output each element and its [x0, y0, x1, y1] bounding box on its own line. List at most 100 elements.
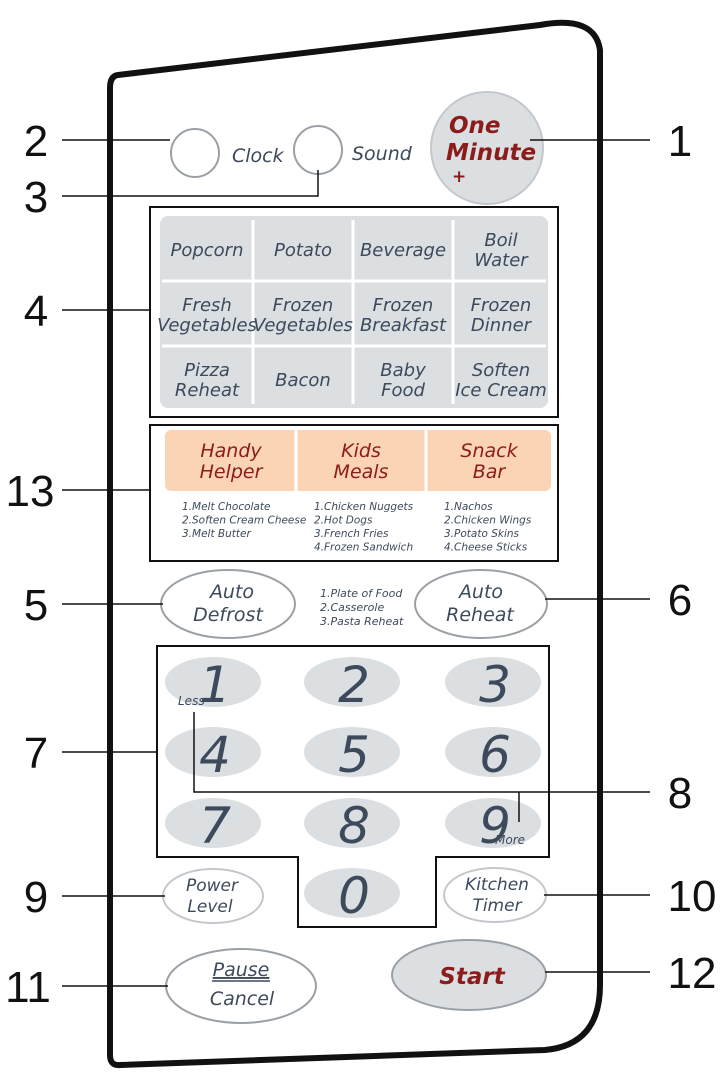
- digit-key-shape[interactable]: [445, 657, 541, 707]
- kitchen-timer-label-1: Kitchen: [465, 875, 529, 895]
- sensor-key[interactable]: Popcorn: [170, 240, 243, 261]
- sensor-key-label: Popcorn: [170, 240, 243, 261]
- menu-title: Snack: [460, 440, 518, 462]
- menu-item: 4.Cheese Sticks: [444, 542, 528, 554]
- sensor-key-label: Frozen: [273, 295, 334, 316]
- power-level-label-1: Power: [186, 876, 239, 896]
- menu-title: Meals: [334, 461, 389, 483]
- digit-key-shape[interactable]: [165, 798, 261, 848]
- kitchen-timer-label-2: Timer: [472, 896, 522, 916]
- auto-defrost-label-1: Auto: [208, 581, 254, 603]
- callout-7: 7: [24, 729, 48, 778]
- menu-item: 3.Melt Butter: [182, 528, 251, 540]
- digit-key-label: 8: [338, 797, 370, 855]
- digit-key-8[interactable]: 8: [304, 797, 400, 855]
- one-minute-button[interactable]: [430, 91, 544, 205]
- digit-key-0[interactable]: 0: [304, 867, 400, 925]
- digit-key-label: 7: [199, 797, 231, 855]
- menu-item: 4.Frozen Sandwich: [314, 542, 413, 554]
- digit-key-1[interactable]: 1: [165, 656, 261, 714]
- digit-key-shape[interactable]: [304, 727, 400, 777]
- digit-key-shape[interactable]: [304, 657, 400, 707]
- auto-defrost-label-2: Defrost: [193, 604, 264, 626]
- menu-title: Helper: [200, 461, 264, 483]
- digit-key-4[interactable]: 4: [165, 726, 261, 784]
- power-level-label-2: Level: [187, 897, 232, 917]
- sensor-key-label: Dinner: [471, 315, 533, 336]
- sensor-key-label: Water: [474, 250, 529, 271]
- digit-key-6[interactable]: 6: [445, 726, 541, 784]
- digit-key-label: 9: [479, 797, 511, 855]
- digit-key-label: 0: [338, 867, 370, 925]
- sensor-key-label: Food: [381, 380, 425, 401]
- menu-item: 2.Soften Cream Cheese: [182, 515, 306, 527]
- callout-6: 6: [668, 576, 692, 625]
- digit-key-shape[interactable]: [165, 727, 261, 777]
- digit-key-label: 6: [479, 726, 511, 784]
- digit-key-shape[interactable]: [304, 798, 400, 848]
- digit-key-shape[interactable]: [445, 727, 541, 777]
- cancel-label: Cancel: [210, 988, 275, 1010]
- sensor-key-label: Potato: [274, 240, 332, 261]
- more-label: More: [495, 833, 525, 847]
- callout-13: 13: [6, 467, 55, 516]
- digit-key-shape[interactable]: [445, 798, 541, 848]
- menu-title: Bar: [473, 461, 507, 483]
- callout-10: 10: [668, 872, 717, 921]
- sensor-key[interactable]: Beverage: [360, 240, 446, 261]
- digit-key-5[interactable]: 5: [304, 726, 400, 784]
- sensor-key-label: Boil: [484, 230, 517, 251]
- digit-key-label: 3: [479, 656, 511, 714]
- menu-item: 3.French Fries: [314, 528, 389, 540]
- auto-reheat-button[interactable]: [414, 569, 548, 639]
- digit-key-3[interactable]: 3: [445, 656, 541, 714]
- callout-1: 1: [668, 117, 692, 166]
- start-button[interactable]: [391, 939, 547, 1011]
- digit-key-label: 4: [199, 726, 231, 784]
- reheat-item-3: 3.Pasta Reheat: [320, 615, 404, 628]
- sound-label: Sound: [352, 143, 413, 165]
- auto-reheat-label-2: Reheat: [446, 604, 515, 626]
- sensor-key[interactable]: Bacon: [275, 370, 331, 391]
- menu-item: 3.Potato Skins: [444, 528, 520, 540]
- digit-key-label: 5: [338, 726, 370, 784]
- menu-item: 1.Nachos: [444, 501, 493, 513]
- digit-key-shape[interactable]: [165, 657, 261, 707]
- sensor-key[interactable]: Potato: [274, 240, 332, 261]
- menu-title: Handy: [200, 440, 262, 462]
- clock-button[interactable]: [170, 128, 220, 178]
- leader-3: [62, 170, 319, 197]
- auto-reheat-label-1: Auto: [457, 581, 503, 603]
- sensor-key-label: Pizza: [184, 360, 230, 381]
- sound-button[interactable]: [293, 125, 343, 175]
- digit-key-7[interactable]: 7: [165, 797, 261, 855]
- sensor-key-label: Vegetables: [157, 315, 257, 336]
- callout-5: 5: [24, 581, 48, 630]
- callout-9: 9: [24, 873, 48, 922]
- sensor-key-label: Vegetables: [253, 315, 353, 336]
- callout-4: 4: [24, 287, 48, 336]
- sensor-key-label: Beverage: [360, 240, 446, 261]
- digit-key-shape[interactable]: [304, 868, 400, 918]
- sensor-cook-grid: Popcorn Potato Beverage BoilWaterFreshVeget…: [157, 230, 547, 401]
- menu-item: 1.Melt Chocolate: [182, 501, 270, 513]
- reheat-item-1: 1.Plate of Food: [320, 587, 403, 600]
- digit-key-2[interactable]: 2: [304, 656, 400, 714]
- callout-11: 11: [5, 963, 51, 1012]
- menu-title: Kids: [341, 440, 381, 462]
- callout-8: 8: [668, 769, 692, 818]
- digit-key-9[interactable]: 9: [445, 797, 541, 855]
